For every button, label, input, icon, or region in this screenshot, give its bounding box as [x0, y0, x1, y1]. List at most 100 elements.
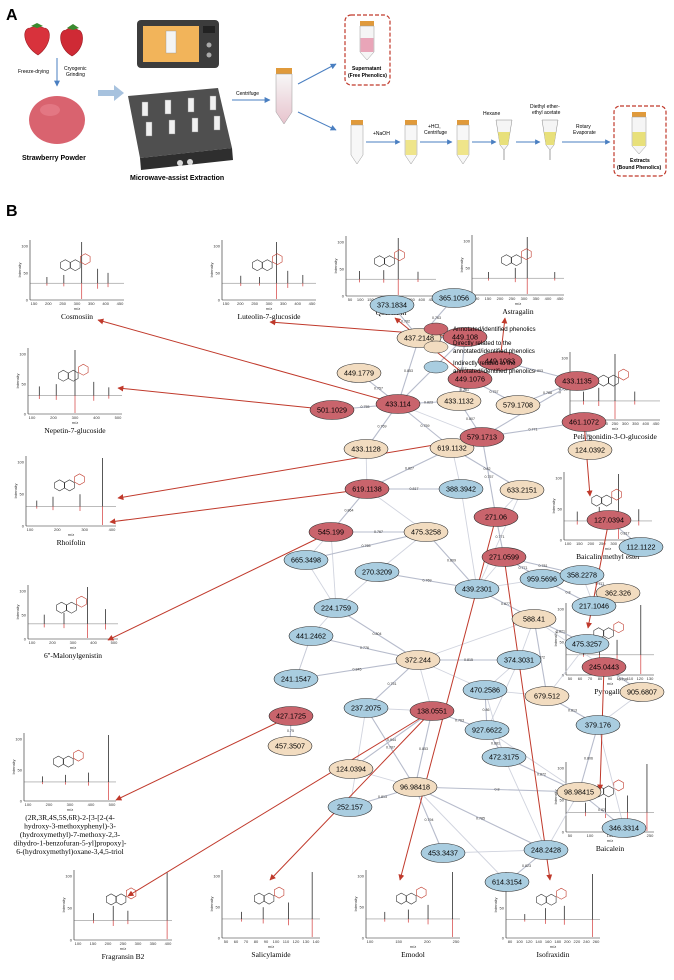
network-node[interactable]: 271.06 — [473, 507, 519, 527]
network-node[interactable]: 614.3154 — [484, 872, 530, 892]
y-tick-label: 0 — [26, 297, 29, 302]
network-node[interactable]: 905.6807 — [619, 682, 665, 702]
edge-weight-label: 0.845 — [353, 668, 362, 672]
network-node[interactable]: 449.1083 — [477, 351, 523, 371]
y-axis-label: Intensity — [13, 484, 18, 499]
y-axis-label: Intensity — [17, 263, 22, 278]
network-node[interactable]: 362.326 — [595, 583, 641, 603]
network-node[interactable]: 346.3314 — [601, 818, 647, 838]
network-node[interactable]: 449.1779 — [336, 363, 382, 383]
spectrum-title: hydroxy-3-methoxyphenyl)-3- — [24, 822, 116, 831]
network-node[interactable]: 927.6622 — [464, 720, 510, 740]
structure-ring — [603, 785, 614, 798]
annotation-arrow — [117, 385, 333, 411]
y-tick-label: 0 — [562, 829, 565, 834]
network-node[interactable]: 248.2428 — [523, 840, 569, 860]
network-node[interactable]: 470.2586 — [462, 680, 508, 700]
network-node[interactable]: 374.3031 — [496, 650, 542, 670]
network-node[interactable]: 453.3437 — [420, 843, 466, 863]
network-node[interactable]: 457.3507 — [267, 736, 313, 756]
network-node[interactable]: 439.2301 — [454, 579, 500, 599]
network-node[interactable]: 427.1725 — [268, 706, 314, 726]
network-node[interactable]: 358.2278 — [559, 565, 605, 585]
structure-ring — [74, 473, 85, 486]
annotation-arrow — [398, 516, 497, 881]
network-node[interactable]: 545.199 — [308, 522, 354, 542]
network-node[interactable]: 433.1132 — [436, 391, 482, 411]
y-tick-label: 100 — [557, 606, 564, 611]
network-node[interactable]: 252.157 — [327, 797, 373, 817]
x-tick-label: 50 — [568, 833, 573, 838]
structure-ring — [511, 254, 522, 267]
network-node[interactable]: 124.0394 — [328, 759, 374, 779]
network-node[interactable]: 138.0551 — [409, 701, 455, 721]
network-node[interactable]: 127.0394 — [586, 510, 632, 530]
network-node[interactable]: 379.176 — [575, 715, 621, 735]
network-node[interactable]: 237.2075 — [343, 698, 389, 718]
network-node[interactable]: 372.244 — [395, 650, 441, 670]
y-axis-label: Intensity — [209, 897, 214, 912]
network-node[interactable]: 959.5696 — [519, 569, 565, 589]
naoh-label: +NaOH — [373, 131, 390, 137]
network-node[interactable]: 388.3942 — [438, 479, 484, 499]
network-node[interactable]: 449.1076 — [447, 369, 493, 389]
network-node[interactable]: 619.1138 — [344, 479, 390, 499]
node-ellipse — [554, 371, 600, 391]
edge-weight-label: 0.813 — [568, 709, 577, 713]
structure-ring — [254, 892, 265, 905]
network-node[interactable]: 270.3209 — [354, 562, 400, 582]
network-node[interactable]: 619.1132 — [429, 438, 475, 458]
network-node[interactable]: 96.98418 — [392, 777, 438, 797]
node-label: 619.1132 — [437, 444, 466, 453]
edge-weight-label: 0.809 — [447, 559, 456, 563]
network-node[interactable]: 98.98415 — [556, 782, 602, 802]
network-node[interactable]: 433.1128 — [343, 439, 389, 459]
network-node[interactable]: 217.1046 — [571, 596, 617, 616]
network-node[interactable]: 579.1708 — [495, 395, 541, 415]
network-node[interactable]: 124.0392 — [567, 440, 613, 460]
y-axis-label: Intensity — [553, 790, 558, 805]
network-node[interactable]: 241.1547 — [273, 669, 319, 689]
edge-weight-label: 0.785 — [476, 817, 485, 821]
network-node[interactable]: 579.1713 — [459, 427, 505, 447]
edge-weight-label: 0.813 — [378, 795, 387, 799]
network-node[interactable]: 449.108 — [442, 327, 488, 347]
node-label: 372.244 — [405, 656, 431, 665]
network-node[interactable]: 245.0443 — [581, 657, 627, 677]
freeze-drying-label: Freeze-drying — [18, 69, 49, 75]
bound-phenolics-label: (Bound Phenolics) — [617, 165, 662, 171]
y-tick-label: 0 — [24, 411, 27, 416]
network-node[interactable]: 475.3258 — [403, 522, 449, 542]
node-label: 449.1076 — [455, 375, 485, 384]
node-ellipse — [308, 522, 354, 542]
network-node[interactable]: 588.41 — [511, 609, 557, 629]
network-node[interactable]: 441.2462 — [288, 626, 334, 646]
x-tick-label: 200 — [237, 301, 244, 306]
network-node[interactable]: 633.2151 — [499, 480, 545, 500]
network-node[interactable]: 679.512 — [524, 686, 570, 706]
network-node[interactable]: 475.3257 — [564, 634, 610, 654]
network-node[interactable]: 112.1122 — [618, 537, 664, 557]
network-node[interactable]: 271.0599 — [481, 547, 527, 567]
network-node[interactable]: 665.3498 — [283, 550, 329, 570]
network-node[interactable]: 461.1072 — [561, 412, 607, 432]
node-label: 224.1759 — [321, 604, 351, 613]
network-edge — [503, 756, 547, 851]
y-tick-label: 100 — [557, 765, 564, 770]
node-ellipse — [392, 777, 438, 797]
network-node[interactable]: 433.1135 — [554, 371, 600, 391]
node-label: 217.1046 — [579, 602, 609, 611]
node-ellipse — [268, 706, 314, 726]
network-node[interactable]: 433.114 — [375, 394, 421, 414]
node-ellipse — [523, 840, 569, 860]
node-ellipse — [409, 701, 455, 721]
network-node[interactable]: 501.1029 — [309, 400, 355, 420]
network-node[interactable]: 373.1834 — [369, 295, 415, 315]
network-node[interactable]: 224.1759 — [313, 598, 359, 618]
x-tick-label: 150 — [90, 941, 97, 946]
spectrum-title: Cosmosiin — [61, 312, 93, 321]
network-node[interactable]: 365.1056 — [431, 288, 477, 308]
node-label: 461.1072 — [569, 418, 599, 427]
network-node[interactable]: 472.3175 — [481, 747, 527, 767]
